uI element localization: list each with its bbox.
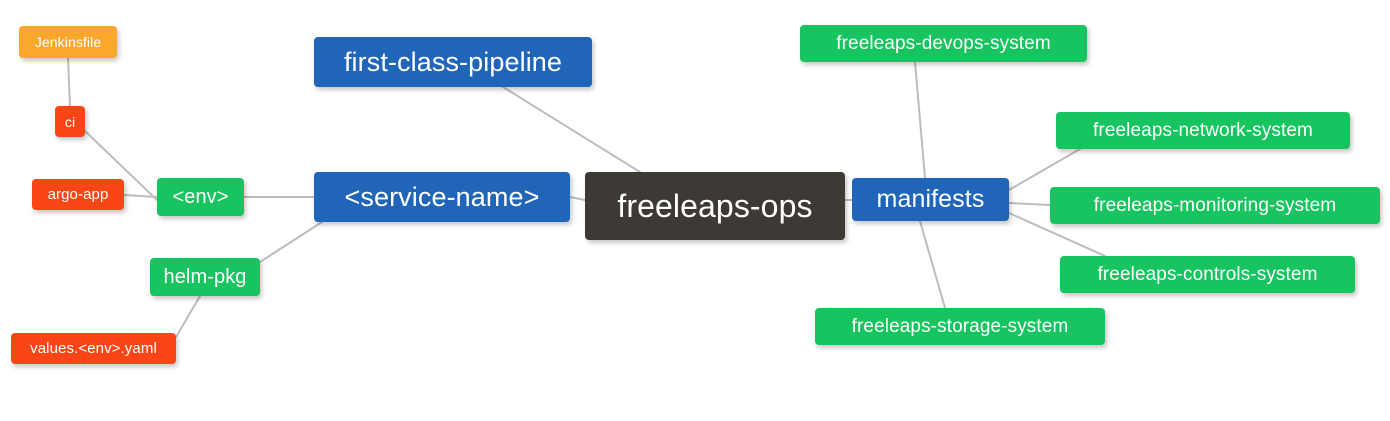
edge-manifests-to-storage-system <box>919 220 946 309</box>
node-monitoring-system[interactable]: freeleaps-monitoring-system <box>1050 187 1380 224</box>
node-label: freeleaps-network-system <box>1093 120 1313 141</box>
edge-manifests-to-devops-system <box>914 61 926 179</box>
node-helm-pkg[interactable]: helm-pkg <box>150 258 260 296</box>
node-label: first-class-pipeline <box>343 46 563 77</box>
node-argo-app[interactable]: argo-app <box>32 179 124 210</box>
edge-manifests-to-network-system <box>1008 148 1081 191</box>
node-ci[interactable]: ci <box>55 106 85 137</box>
node-label: <env> <box>172 186 229 208</box>
node-label: freeleaps-storage-system <box>851 316 1069 337</box>
edge-service-name-to-freeleaps-ops <box>569 196 586 201</box>
node-label: manifests <box>876 185 985 213</box>
node-label: freeleaps-controls-system <box>1097 264 1318 285</box>
node-label: freeleaps-devops-system <box>836 33 1051 54</box>
edge-helm-pkg-to-service-name <box>259 221 323 263</box>
edge-argo-app-to-env <box>123 194 158 198</box>
node-label: <service-name> <box>344 181 540 212</box>
node-label: freeleaps-ops <box>617 188 813 224</box>
node-label: argo-app <box>47 186 109 203</box>
node-first-class-pipeline[interactable]: first-class-pipeline <box>314 37 592 87</box>
node-controls-system[interactable]: freeleaps-controls-system <box>1060 256 1355 293</box>
edge-jenkinsfile-to-ci <box>67 57 71 107</box>
node-label: Jenkinsfile <box>34 34 102 50</box>
edge-manifests-to-monitoring-system <box>1008 202 1051 206</box>
edge-first-class-pipeline-to-freeleaps-ops <box>502 86 641 173</box>
node-service-name[interactable]: <service-name> <box>314 172 570 222</box>
node-env[interactable]: <env> <box>157 178 244 216</box>
node-jenkinsfile[interactable]: Jenkinsfile <box>19 26 117 58</box>
edge-values-yaml-to-helm-pkg <box>175 295 201 338</box>
node-values-yaml[interactable]: values.<env>.yaml <box>11 333 176 364</box>
node-label: ci <box>64 113 76 130</box>
node-label: helm-pkg <box>163 266 247 288</box>
node-label: values.<env>.yaml <box>30 340 157 357</box>
node-network-system[interactable]: freeleaps-network-system <box>1056 112 1350 149</box>
node-label: freeleaps-monitoring-system <box>1093 195 1337 216</box>
node-freeleaps-ops[interactable]: freeleaps-ops <box>585 172 845 240</box>
node-storage-system[interactable]: freeleaps-storage-system <box>815 308 1105 345</box>
node-devops-system[interactable]: freeleaps-devops-system <box>800 25 1087 62</box>
node-manifests[interactable]: manifests <box>852 178 1009 221</box>
